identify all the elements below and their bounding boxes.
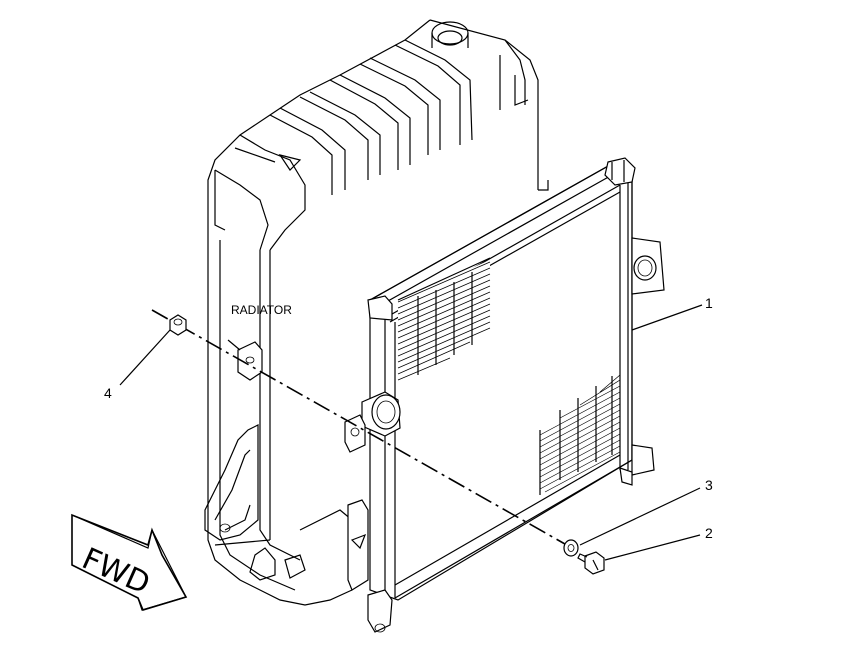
callout-3: 3 — [705, 477, 713, 493]
filler-cap — [431, 21, 469, 48]
tank-ribs — [269, 39, 473, 195]
callout-leaders — [119, 304, 703, 561]
nut-part-4 — [169, 314, 187, 336]
core-port-left — [361, 391, 401, 437]
callout-1: 1 — [705, 295, 713, 311]
callout-4: 4 — [104, 385, 112, 401]
core-fins-upper — [397, 257, 491, 381]
washer-part-3 — [563, 539, 579, 557]
oil-cooler-core — [344, 157, 665, 633]
callout-2: 2 — [705, 525, 713, 541]
radiator-label: RADIATOR — [231, 303, 292, 317]
upper-bracket — [227, 339, 263, 381]
bolt-part-2 — [577, 551, 605, 575]
core-left-bracket — [344, 414, 393, 633]
core-port-right — [631, 237, 665, 295]
radiator-assembly — [204, 19, 549, 606]
core-fins-lower — [539, 374, 621, 495]
fwd-arrow-icon: FWD — [71, 513, 188, 611]
assembly-centerline — [151, 309, 573, 549]
lower-bracket — [204, 424, 259, 541]
